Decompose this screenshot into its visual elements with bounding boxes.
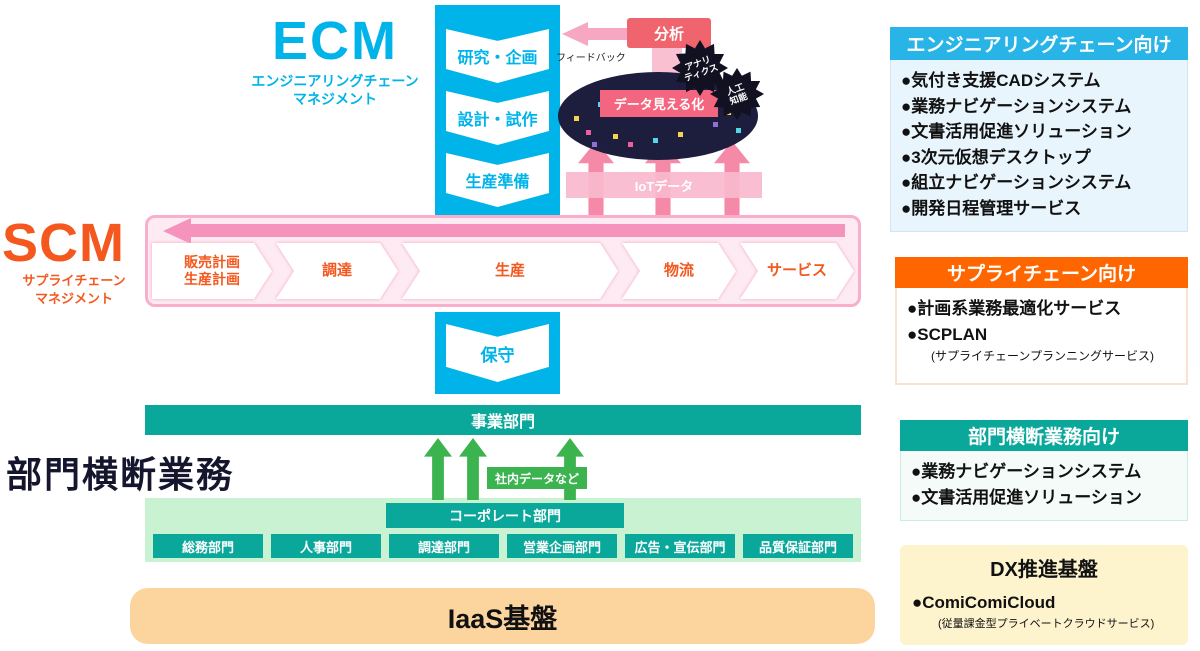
department-advertising: 広告・宣伝部門 bbox=[625, 534, 735, 558]
ecm-subtitle: エンジニアリングチェーン マネジメント bbox=[251, 73, 419, 108]
scatter-dot bbox=[736, 128, 741, 133]
internal-data-arrow bbox=[459, 438, 487, 500]
department-procurement: 調達部門 bbox=[389, 534, 499, 558]
panel-item: ●SCPLAN bbox=[907, 324, 988, 344]
scatter-dot bbox=[586, 130, 591, 135]
scatter-dot bbox=[653, 138, 658, 143]
internal-data-label: 社内データなど bbox=[487, 467, 588, 489]
department-sales-planning: 営業企画部門 bbox=[507, 534, 617, 558]
panel-item: ●組立ナビゲーションシステム bbox=[901, 173, 1132, 192]
cross-department-title: 部門横断業務 bbox=[6, 454, 235, 495]
scm-flow-arrow-shaft bbox=[190, 224, 845, 237]
panel-item: ●文書活用促進ソリューション bbox=[901, 122, 1132, 141]
department-quality: 品質保証部門 bbox=[743, 534, 853, 558]
maintenance-box: 保守 bbox=[435, 312, 560, 394]
scm-step-plan: 販売計画 生産計画 bbox=[152, 243, 272, 299]
ai-badge-label: 人工 知能 bbox=[724, 81, 749, 107]
scm-step-service: サービス bbox=[740, 243, 854, 299]
panel-body: ●計画系業務最適化サービス ●SCPLAN (サプライチェーンプランニングサービ… bbox=[895, 288, 1188, 385]
scm-step-procurement: 調達 bbox=[276, 243, 398, 299]
data-visualization-label: データ見える化 bbox=[600, 90, 718, 117]
panel-item: ●計画系業務最適化サービス bbox=[907, 299, 1122, 318]
panel-header: サプライチェーン向け bbox=[895, 257, 1188, 288]
iaas-bar: IaaS基盤 bbox=[130, 588, 875, 644]
analytics-badge-label: アナリ ティクス bbox=[683, 53, 720, 84]
ecm-title: ECM bbox=[272, 11, 398, 71]
panel-note: (サプライチェーンプランニングサービス) bbox=[931, 349, 1155, 363]
scm-step-service-wrap: サービス bbox=[740, 243, 854, 299]
scm-step-plan-wrap: 販売計画 生産計画 bbox=[152, 243, 272, 299]
feedback-label: フィードバック bbox=[556, 53, 626, 64]
analysis-box: 分析 bbox=[627, 18, 711, 48]
scatter-dot bbox=[574, 116, 579, 121]
scatter-dot bbox=[592, 142, 597, 147]
scm-step-logistics: 物流 bbox=[622, 243, 736, 299]
panel-item: ●ComiComiCloud bbox=[912, 593, 1056, 612]
scm-step-procurement-wrap: 調達 bbox=[276, 243, 398, 299]
iot-data-label: IoTデータ bbox=[566, 172, 762, 198]
panel-header: 部門横断業務向け bbox=[900, 420, 1188, 451]
ecm-process-column: 研究・企画 設計・試作 生産準備 bbox=[435, 5, 560, 215]
scatter-dot bbox=[713, 122, 718, 127]
scm-step-production-wrap: 生産 bbox=[402, 243, 618, 299]
panel-supply-chain: サプライチェーン向け ●計画系業務最適化サービス ●SCPLAN (サプライチェ… bbox=[895, 257, 1188, 385]
department-hr: 人事部門 bbox=[271, 534, 381, 558]
panel-item: ●業務ナビゲーションシステム bbox=[901, 96, 1132, 116]
panel-item: ●気付き支援CADシステム bbox=[901, 71, 1101, 90]
panel-item: ●文書活用促進ソリューション bbox=[911, 487, 1142, 507]
panel-note: (従量課金型プライベートクラウドサービス) bbox=[938, 617, 1155, 630]
department-general-affairs: 総務部門 bbox=[153, 534, 263, 558]
panel-item: ●開発日程管理サービス bbox=[901, 198, 1082, 218]
ecm-step-design: 設計・試作 bbox=[446, 91, 549, 145]
scm-step-production: 生産 bbox=[402, 243, 618, 299]
panel-header: DX推進基盤 bbox=[990, 559, 1098, 581]
panel-engineering-chain: エンジニアリングチェーン向け ●気付き支援CADシステム ●業務ナビゲーションシ… bbox=[890, 27, 1188, 232]
scm-flow-arrow-head bbox=[163, 218, 191, 244]
ecm-step-preparation: 生産準備 bbox=[446, 153, 549, 207]
panel-item: ●業務ナビゲーションシステム bbox=[911, 462, 1142, 481]
panel-dx-platform: DX推進基盤 ●ComiComiCloud (従量課金型プライベートクラウドサー… bbox=[900, 545, 1188, 645]
scatter-dot bbox=[613, 134, 618, 139]
panel-item: ●3次元仮想デスクトップ bbox=[901, 147, 1091, 167]
panel-header: エンジニアリングチェーン向け bbox=[890, 27, 1188, 60]
panel-body: ●業務ナビゲーションシステム ●文書活用促進ソリューション bbox=[900, 451, 1188, 521]
scm-subtitle: サプライチェーン マネジメント bbox=[22, 273, 126, 306]
ecm-step-research: 研究・企画 bbox=[446, 29, 549, 83]
panel-body: ●気付き支援CADシステム ●業務ナビゲーションシステム ●文書活用促進ソリュー… bbox=[890, 60, 1188, 232]
internal-data-arrow bbox=[424, 438, 452, 500]
scatter-dot bbox=[628, 142, 633, 147]
corporate-division-bar: コーポレート部門 bbox=[386, 503, 624, 528]
panel-cross-department: 部門横断業務向け ●業務ナビゲーションシステム ●文書活用促進ソリューション bbox=[900, 420, 1188, 521]
scm-title: SCM bbox=[2, 213, 125, 273]
feedback-arrow-shaft bbox=[586, 28, 630, 40]
scatter-dot bbox=[678, 132, 683, 137]
business-division-bar: 事業部門 bbox=[145, 405, 861, 435]
feedback-arrow-head bbox=[562, 22, 588, 46]
scm-step-logistics-wrap: 物流 bbox=[622, 243, 736, 299]
maintenance-chevron: 保守 bbox=[446, 324, 549, 382]
